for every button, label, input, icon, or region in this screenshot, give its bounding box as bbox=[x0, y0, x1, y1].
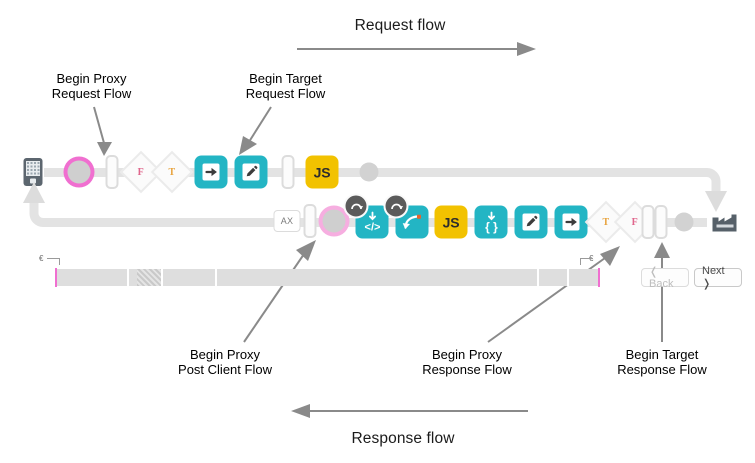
target-endpoint-factory-icon bbox=[711, 209, 740, 234]
flow-hook-request-1[interactable] bbox=[105, 155, 119, 189]
timeline-right-bracket bbox=[580, 258, 593, 265]
callout-line: Begin Proxy bbox=[56, 71, 127, 86]
callout-line: Begin Proxy bbox=[189, 347, 261, 362]
client-device-icon bbox=[23, 158, 43, 187]
flow-hook-pill bbox=[641, 205, 655, 239]
flow-hook-pill bbox=[105, 155, 119, 189]
condition-label: F bbox=[137, 166, 145, 178]
response-to-client-connector bbox=[23, 182, 68, 227]
request-flow-arrow bbox=[297, 42, 536, 56]
callout-line: Post Client Flow bbox=[178, 362, 272, 377]
policy-json-response[interactable]: { } bbox=[474, 205, 508, 239]
flow-hook-pill bbox=[654, 205, 668, 239]
callout-line: Begin Target bbox=[625, 347, 699, 362]
flow-hook-pill bbox=[281, 155, 295, 189]
timeline-strip: € € ❬ Back Next ❭ bbox=[0, 252, 755, 292]
flow-hook-request-2[interactable] bbox=[281, 155, 295, 189]
flow-end-dot bbox=[674, 212, 694, 232]
pencil-icon bbox=[514, 205, 548, 239]
policy-flow-callout-response[interactable] bbox=[383, 193, 429, 239]
callout-begin-proxy-response: Begin Proxy Response Flow bbox=[392, 347, 542, 377]
callout-line: Begin Target bbox=[249, 71, 322, 86]
policy-xml-code-response[interactable]: </> bbox=[343, 193, 389, 239]
callout-line: Response Flow bbox=[617, 362, 707, 377]
callout-leader-begin-proxy-post-client bbox=[243, 240, 316, 343]
condition-diamond-t-request[interactable]: T bbox=[150, 150, 194, 194]
proxy-request-flow-start-marker[interactable] bbox=[67, 160, 91, 184]
flow-end-dot bbox=[359, 162, 379, 182]
arrow-into-box-icon bbox=[194, 155, 228, 189]
condition-label: F bbox=[631, 216, 639, 228]
request-flow-end-dot[interactable] bbox=[359, 162, 379, 182]
policy-route-request[interactable] bbox=[194, 155, 228, 189]
policy-javascript-response[interactable]: JS bbox=[434, 205, 468, 239]
timeline-end-marker bbox=[598, 268, 600, 287]
timeline-hatched-region bbox=[137, 269, 161, 286]
policy-javascript-request[interactable]: JS bbox=[305, 155, 339, 189]
callout-begin-proxy-post-client: Begin Proxy Post Client Flow bbox=[145, 347, 305, 377]
flow-hook-response-2[interactable] bbox=[641, 205, 655, 239]
condition-label: T bbox=[168, 166, 176, 178]
callout-line: Begin Proxy bbox=[431, 347, 503, 362]
request-to-target-connector bbox=[690, 168, 727, 212]
back-button[interactable]: ❬ Back bbox=[641, 266, 689, 290]
timeline-divider bbox=[161, 269, 163, 286]
callout-begin-target-response: Begin Target Response Flow bbox=[587, 347, 737, 377]
response-flow-end-dot[interactable] bbox=[674, 212, 694, 232]
svg-text:{ }: { } bbox=[485, 220, 498, 234]
svg-text:</>: </> bbox=[364, 221, 380, 233]
arrow-into-box-icon bbox=[554, 205, 588, 239]
policy-assign-response[interactable] bbox=[514, 205, 548, 239]
pink-ring-dot bbox=[67, 160, 91, 184]
timeline-divider bbox=[215, 269, 217, 286]
callout-begin-proxy-request: Begin Proxy Request Flow bbox=[24, 71, 159, 101]
next-button[interactable]: Next ❭ bbox=[694, 265, 742, 290]
timeline-divider bbox=[567, 269, 569, 286]
pencil-icon bbox=[234, 155, 268, 189]
timeline-divider bbox=[537, 269, 539, 286]
javascript-policy-label: JS bbox=[305, 155, 339, 189]
timeline-left-bracket bbox=[47, 258, 60, 265]
response-flow-arrow bbox=[291, 404, 528, 418]
diamond-shape: T bbox=[150, 150, 194, 194]
flow-callout-badge-icon bbox=[343, 193, 369, 219]
javascript-policy-label: JS bbox=[434, 205, 468, 239]
callout-leader-begin-proxy-request bbox=[93, 106, 112, 156]
flow-hook-pill bbox=[303, 204, 317, 238]
callout-begin-target-request: Begin Target Request Flow bbox=[218, 71, 353, 101]
callout-line: Request Flow bbox=[51, 86, 132, 101]
flow-hook-response-3[interactable] bbox=[654, 205, 668, 239]
callout-line: Response Flow bbox=[422, 362, 512, 377]
timeline-divider bbox=[127, 269, 129, 286]
flow-hook-response-1[interactable] bbox=[303, 204, 317, 238]
condition-label: T bbox=[602, 216, 610, 228]
callout-leader-begin-target-request bbox=[239, 106, 272, 155]
pink-ring-dot-soft bbox=[322, 209, 346, 233]
ax-chip-label: AX bbox=[273, 210, 301, 232]
timeline-left-tick-label: € bbox=[39, 254, 44, 263]
curly-braces-icon: { } bbox=[474, 205, 508, 239]
callout-line: Request Flow bbox=[245, 86, 326, 101]
ax-chip[interactable]: AX bbox=[273, 210, 301, 232]
policy-route-response[interactable] bbox=[554, 205, 588, 239]
flow-callout-badge-icon bbox=[383, 193, 409, 219]
policy-assign-request[interactable] bbox=[234, 155, 268, 189]
timeline-scrollbar[interactable] bbox=[55, 269, 600, 286]
timeline-start-marker bbox=[55, 268, 57, 287]
post-client-flow-start-marker[interactable] bbox=[322, 209, 346, 233]
response-flow-title: Response flow bbox=[351, 430, 455, 447]
request-flow-title: Request flow bbox=[354, 17, 446, 34]
